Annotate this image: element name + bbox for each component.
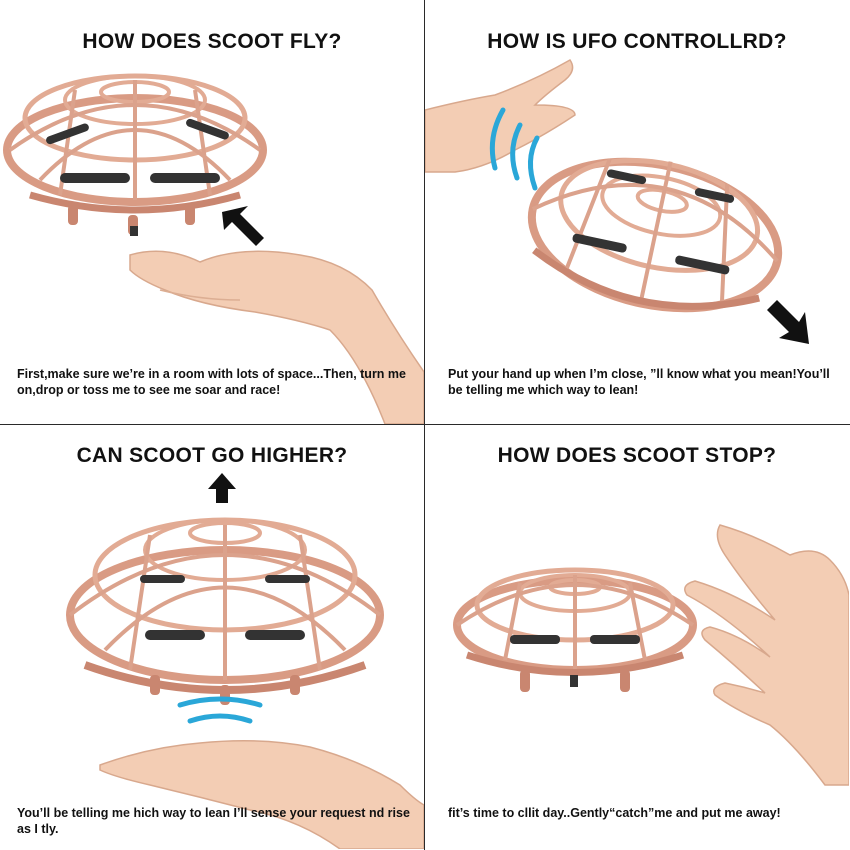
arrow-up-left-icon: [222, 206, 264, 246]
arrow-down-right-icon: [767, 300, 809, 344]
reaching-hand-illustration: [684, 524, 849, 786]
panel-title: HOW DOES SCOOT FLY?: [82, 30, 342, 53]
hand-catches-drone-illustration: [453, 524, 849, 786]
signal-wave-icon: [489, 107, 540, 191]
panel-caption: fit’s time to cllit day..Gently“catch”me…: [448, 806, 781, 820]
panel-title: CAN SCOOT GO HIGHER?: [76, 444, 348, 467]
panel-caption: Put your hand up when I’m close, ”ll kno…: [448, 367, 830, 397]
panel-caption: First,make sure we’re in a room with lot…: [17, 367, 406, 397]
arrow-up-icon: [208, 473, 236, 503]
panel-how-does-scoot-fly: HOW DOES SCOOT FLY?: [0, 0, 424, 424]
drone-ufo-2: [527, 157, 783, 313]
panel-title: HOW IS UFO CONTROLLRD?: [487, 30, 787, 53]
drone-ufo-4: [453, 567, 697, 692]
vertical-divider: [424, 0, 425, 850]
panel-how-does-scoot-stop: HOW DOES SCOOT STOP? fit’s time to cllit: [425, 425, 849, 849]
panel-how-is-ufo-controlled: HOW IS UFO CONTROLLRD?: [425, 0, 849, 424]
signal-wave-icon: [177, 696, 263, 724]
panel-can-scoot-go-higher: CAN SCOOT GO HIGHER?: [0, 425, 424, 849]
panel-caption: You’ll be telling me hich way to lean I’…: [17, 806, 410, 836]
open-hand-illustration: [99, 740, 424, 849]
panel-title: HOW DOES SCOOT STOP?: [497, 444, 777, 467]
drone-ufo-1: [3, 73, 267, 236]
drone-ufo-3: [66, 517, 384, 705]
horizontal-divider: [0, 424, 850, 425]
open-hand-illustration: [129, 250, 424, 424]
hand-controls-drone-illustration: [425, 59, 809, 344]
drone-rises-illustration: [66, 473, 424, 849]
drone-over-hand-illustration: [3, 73, 424, 424]
